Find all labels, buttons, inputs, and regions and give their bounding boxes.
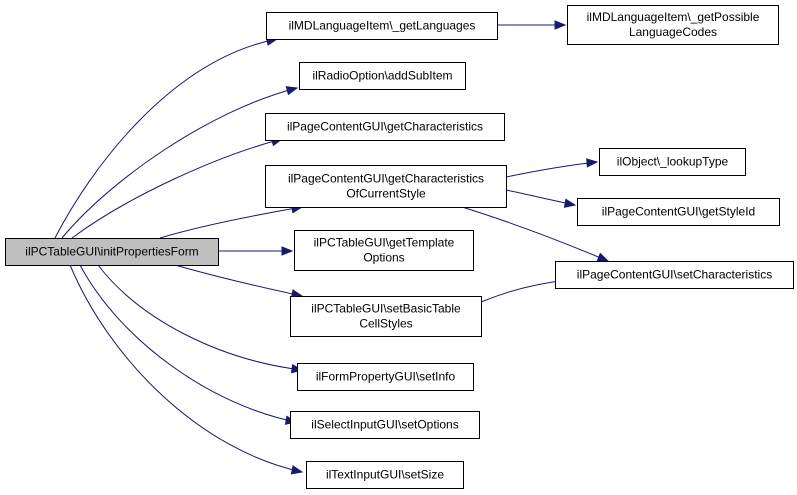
- node-set-characteristics-box: [555, 261, 794, 289]
- edge-char-current-lookup-type-arrowhead: [586, 158, 599, 168]
- node-root-init-properties-form-label-1: ilPCTableGUI\initPropertiesForm: [25, 245, 198, 259]
- node-get-template-options-box: [294, 230, 474, 271]
- edge-root-add-sub-item-arrowhead: [285, 86, 299, 96]
- node-get-possible-language-codes[interactable]: ilMDLanguageItem\_getPossibleLanguageCod…: [567, 5, 779, 45]
- node-set-size-box: [306, 461, 464, 489]
- edge-root-set-info-line: [97, 264, 303, 371]
- node-get-template-options-label-1: ilPCTableGUI\getTemplate: [314, 236, 455, 250]
- node-get-characteristics-current-style-label-2: OfCurrentStyle: [346, 187, 426, 201]
- edge-char-current-set-char-arrowhead: [596, 252, 610, 262]
- edge-get-languages-codes-arrowhead: [554, 20, 567, 30]
- node-get-possible-language-codes-box: [567, 5, 779, 45]
- node-get-template-options-label-2: Options: [363, 251, 404, 265]
- edge-root-get-char-current: [159, 204, 304, 239]
- edge-root-set-size-line: [69, 264, 303, 473]
- edge-root-set-size: [69, 264, 304, 475]
- node-set-options-label-1: ilSelectInputGUI\setOptions: [311, 418, 458, 432]
- node-set-info-box: [297, 363, 474, 391]
- edge-char-current-set-char-line: [461, 206, 609, 262]
- edge-root-get-template-options-arrowhead: [281, 246, 294, 256]
- node-get-languages-box: [266, 12, 498, 40]
- node-root-init-properties-form-box: [5, 238, 219, 266]
- node-set-basic-table-cell-styles-box: [290, 296, 482, 337]
- edge-char-current-style-id: [505, 189, 577, 208]
- edge-char-current-style-id-line: [505, 189, 576, 206]
- node-set-size[interactable]: ilTextInputGUI\setSize: [306, 461, 464, 489]
- node-get-characteristics-current-style-label-1: ilPageContentGUI\getCharacteristics: [288, 172, 484, 186]
- edge-root-get-languages-line: [54, 38, 278, 239]
- node-get-possible-language-codes-label-2: LanguageCodes: [629, 25, 717, 39]
- node-get-style-id-box: [577, 198, 780, 226]
- node-get-languages[interactable]: ilMDLanguageItem\_getLanguages: [266, 12, 498, 40]
- node-set-basic-table-cell-styles-label-2: CellStyles: [359, 317, 412, 331]
- node-get-characteristics-current-style[interactable]: ilPageContentGUI\getCharacteristicsOfCur…: [265, 165, 507, 208]
- edge-set-basic-set-char-line: [480, 279, 569, 303]
- node-get-possible-language-codes-label-1: ilMDLanguageItem\_getPossible: [587, 10, 760, 24]
- node-root-init-properties-form[interactable]: ilPCTableGUI\initPropertiesForm: [5, 238, 219, 266]
- edge-char-current-lookup-type-line: [505, 161, 598, 178]
- node-set-characteristics[interactable]: ilPageContentGUI\setCharacteristics: [555, 261, 794, 289]
- edge-root-set-size-arrowhead: [290, 465, 304, 475]
- edge-root-get-template-options: [218, 246, 294, 256]
- edge-root-add-sub-item: [61, 86, 299, 239]
- edge-root-get-char-current-line: [159, 206, 303, 239]
- edge-char-current-set-char: [461, 206, 610, 262]
- node-lookup-type[interactable]: ilObject\_lookupType: [599, 148, 746, 176]
- edge-root-add-sub-item-line: [61, 87, 298, 239]
- node-set-info-label-1: ilFormPropertyGUI\setInfo: [316, 370, 456, 384]
- edge-root-get-characteristics-line: [71, 138, 283, 239]
- node-set-info[interactable]: ilFormPropertyGUI\setInfo: [297, 363, 474, 391]
- node-set-basic-table-cell-styles-label-1: ilPCTableGUI\setBasicTable: [311, 302, 461, 316]
- call-nodes: ilPCTableGUI\initPropertiesForm ilMDLangu…: [5, 5, 794, 489]
- node-add-sub-item-label-1: ilRadioOption\addSubItem: [312, 69, 452, 83]
- edge-root-set-basic-cell: [174, 264, 304, 299]
- node-add-sub-item[interactable]: ilRadioOption\addSubItem: [299, 62, 466, 90]
- edge-root-get-characteristics: [71, 137, 284, 239]
- node-add-sub-item-box: [299, 62, 466, 90]
- node-set-options[interactable]: ilSelectInputGUI\setOptions: [290, 411, 480, 439]
- node-set-characteristics-label-1: ilPageContentGUI\setCharacteristics: [577, 268, 772, 282]
- edge-char-current-lookup-type: [505, 158, 599, 178]
- edge-root-set-info: [97, 264, 304, 374]
- node-lookup-type-label-1: ilObject\_lookupType: [617, 155, 729, 169]
- edge-root-get-languages: [54, 36, 279, 239]
- node-get-style-id-label-1: ilPageContentGUI\getStyleId: [602, 205, 755, 219]
- edge-char-current-style-id-arrowhead: [563, 198, 577, 208]
- node-get-characteristics-box: [265, 113, 505, 141]
- node-set-options-box: [290, 411, 480, 439]
- node-get-characteristics[interactable]: ilPageContentGUI\getCharacteristics: [265, 113, 505, 141]
- node-get-characteristics-current-style-box: [265, 165, 507, 208]
- node-get-style-id[interactable]: ilPageContentGUI\getStyleId: [577, 198, 780, 226]
- edge-root-set-options: [79, 264, 298, 425]
- node-get-languages-label-1: ilMDLanguageItem\_getLanguages: [289, 19, 476, 33]
- node-lookup-type-box: [599, 148, 746, 176]
- node-set-size-label-1: ilTextInputGUI\setSize: [326, 468, 444, 482]
- edge-root-set-options-line: [79, 264, 297, 423]
- edge-get-languages-codes: [497, 20, 567, 30]
- edge-root-set-basic-cell-line: [174, 264, 303, 297]
- node-get-characteristics-label-1: ilPageContentGUI\getCharacteristics: [287, 120, 483, 134]
